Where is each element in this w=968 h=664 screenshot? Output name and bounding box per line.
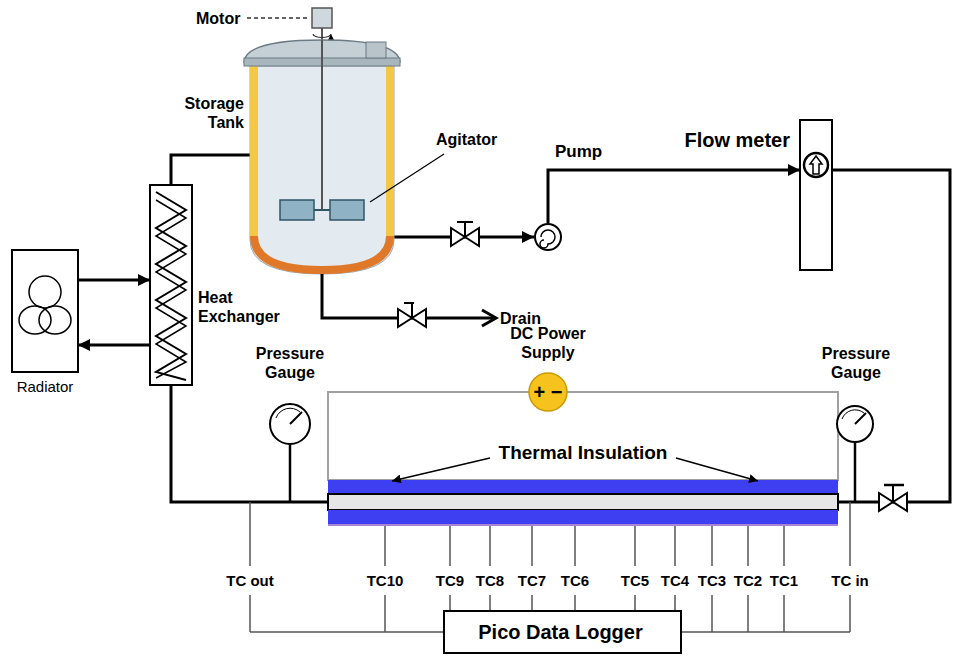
- tank-label: Storage Tank: [180, 94, 244, 132]
- heat-exchanger-body: [150, 185, 192, 385]
- drain-arrow: [482, 310, 496, 326]
- pump: Pump: [534, 223, 562, 251]
- power-frame: [328, 392, 838, 480]
- radiator-label: Radiator: [4, 378, 86, 396]
- insulation-band: [328, 480, 838, 494]
- tank-wall: [386, 66, 394, 240]
- radiator: Radiator: [12, 250, 78, 372]
- radiator-fan: [29, 276, 61, 308]
- thermocouple-label: TC4: [661, 572, 689, 590]
- tank-wall: [250, 66, 258, 240]
- valve-handle: [457, 221, 473, 223]
- agitator-leader: [370, 154, 444, 202]
- thermocouple-label: TC2: [734, 572, 762, 590]
- agitator-blade: [330, 200, 364, 220]
- radiator-fan: [39, 306, 71, 334]
- valve-symbol: [398, 309, 426, 327]
- thermocouple-label: TC8: [476, 572, 504, 590]
- gauge-stem: [289, 444, 292, 502]
- valve-stem: [464, 222, 466, 237]
- pipe-connector: [171, 155, 250, 185]
- thermocouple-label: TC1: [770, 572, 798, 590]
- data-logger: Pico Data Logger: [443, 610, 682, 654]
- insulation-leader: [676, 458, 758, 481]
- valve-handle: [404, 302, 414, 304]
- gauge-label: Pressure Gauge: [242, 344, 338, 382]
- heat-exchanger-coil: [156, 200, 186, 378]
- valve-stem: [411, 303, 413, 318]
- thermocouple-label: TC out: [226, 572, 273, 590]
- pipe-connector: [171, 385, 328, 502]
- valve-handle: [884, 484, 904, 487]
- radiator-body: [12, 250, 78, 372]
- pressure-gauge: [837, 406, 873, 442]
- agitator-blade: [280, 200, 314, 220]
- insulation-edge: [328, 524, 838, 526]
- test-section: Thermal Insulation: [328, 392, 838, 526]
- thermocouple-label: TC10: [367, 572, 404, 590]
- thermocouple-label: TC5: [621, 572, 649, 590]
- motor-label: Motor: [196, 9, 240, 28]
- heat-exchanger: Heat Exchanger: [150, 185, 192, 385]
- pipe-connector: [548, 170, 800, 223]
- flow-meter-body: [800, 120, 832, 270]
- pressure-gauge: [270, 404, 310, 444]
- logger-label: Pico Data Logger: [443, 620, 678, 644]
- drain-label: Drain: [500, 309, 541, 328]
- insulation-band: [328, 510, 838, 524]
- radiator-fan: [19, 306, 51, 334]
- gauge-needle: [290, 412, 302, 424]
- thermocouple-label: TC in: [831, 572, 869, 590]
- agitator-shaft: [321, 40, 323, 210]
- drain-pipe: [322, 274, 494, 318]
- valve-symbol: [879, 493, 907, 511]
- gauge-needle: [855, 413, 866, 424]
- tank-flange: [366, 42, 386, 58]
- dc-power-supply: DC Power Supply+ −: [528, 372, 568, 412]
- power-supply-label: DC Power Supply: [486, 324, 610, 362]
- flow-meter-label: Flow meter: [684, 128, 790, 152]
- pipe-connector: [78, 344, 150, 347]
- thermocouple-label: TC6: [561, 572, 589, 590]
- flow-meter-dial: [804, 153, 828, 177]
- tank-bottom: [254, 236, 390, 270]
- polarity-sign: + −: [528, 380, 568, 404]
- heat-exchanger-coil: [156, 192, 186, 380]
- rotation-arrow: [313, 34, 331, 38]
- test-tube: [328, 494, 838, 510]
- flow-meter: Flow meter: [800, 120, 832, 270]
- pipe-connector: [78, 279, 150, 282]
- gauge-scale: [842, 410, 864, 419]
- flow-meter-arrow: [810, 156, 822, 174]
- heat-exchanger-label: Heat Exchanger: [198, 288, 292, 326]
- pipe-connector: [832, 170, 950, 502]
- insulation-leader: [392, 458, 490, 481]
- valve-symbol: [451, 228, 479, 246]
- pump-label: Pump: [555, 142, 602, 162]
- gauge-scale: [276, 408, 300, 418]
- storage-tank: Storage Tank: [250, 44, 394, 274]
- valve-stem: [892, 485, 894, 502]
- motor-leader: [247, 17, 309, 19]
- gauge-stem: [854, 442, 857, 502]
- motor-symbol: [312, 8, 332, 28]
- gauge-label: Pressure Gauge: [808, 344, 904, 382]
- thermocouple-label: TC7: [518, 572, 546, 590]
- thermocouple-label: TC3: [698, 572, 726, 590]
- pump-symbol: [534, 223, 562, 251]
- insulation-label: Thermal Insulation: [328, 442, 838, 465]
- thermocouple-label: TC9: [436, 572, 464, 590]
- agitator-label: Agitator: [436, 130, 497, 149]
